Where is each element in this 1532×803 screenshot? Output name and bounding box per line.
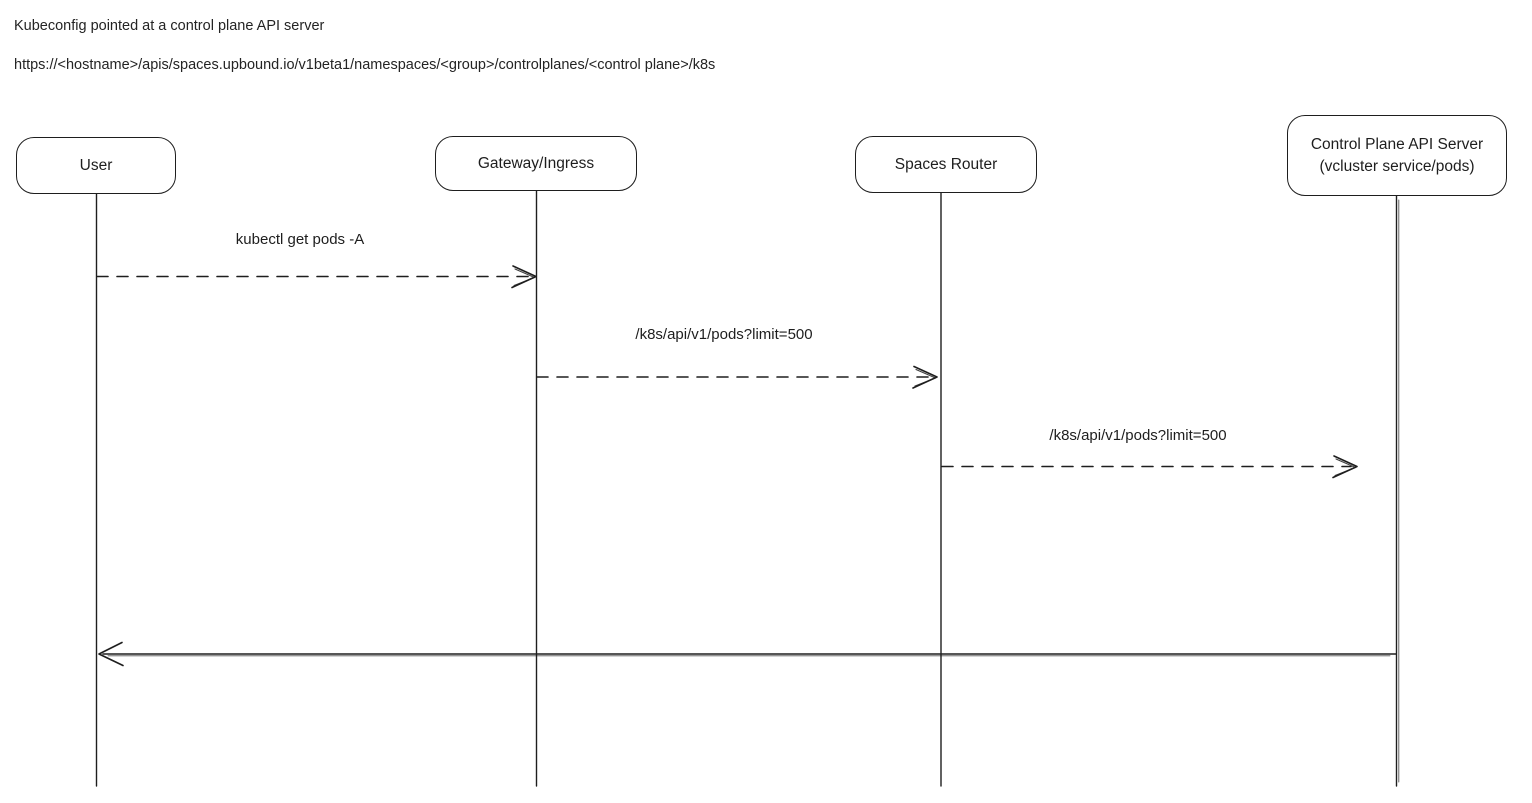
participant-spaces-router-label: Spaces Router <box>894 155 998 173</box>
message-4-arrowhead <box>98 641 124 667</box>
participant-gateway-ingress: Gateway/Ingress <box>435 136 637 191</box>
participant-user: User <box>16 137 176 194</box>
message-3-arrowhead <box>1332 455 1358 479</box>
diagram-url: https://<hostname>/apis/spaces.upbound.i… <box>14 57 716 73</box>
participant-control-plane-sublabel: (vcluster service/pods) <box>1319 157 1475 175</box>
participant-user-label: User <box>79 156 113 174</box>
message-2-label: /k8s/api/v1/pods?limit=500 <box>635 326 813 343</box>
message-2-arrowhead <box>912 365 938 389</box>
message-3-arrowhead-sketch <box>1334 458 1357 477</box>
message-1-arrowhead-sketch <box>513 268 536 287</box>
participant-control-plane: Control Plane API Server (vcluster servi… <box>1287 115 1507 196</box>
participant-control-plane-label: Control Plane API Server <box>1310 135 1484 153</box>
message-1-label: kubectl get pods -A <box>235 231 365 248</box>
message-3-label: /k8s/api/v1/pods?limit=500 <box>1049 427 1227 444</box>
diagram-title: Kubeconfig pointed at a control plane AP… <box>14 18 325 34</box>
message-2-arrowhead-sketch <box>914 368 937 387</box>
message-1-arrowhead <box>511 265 537 289</box>
participant-spaces-router: Spaces Router <box>855 136 1037 193</box>
participant-gateway-ingress-label: Gateway/Ingress <box>477 154 595 172</box>
